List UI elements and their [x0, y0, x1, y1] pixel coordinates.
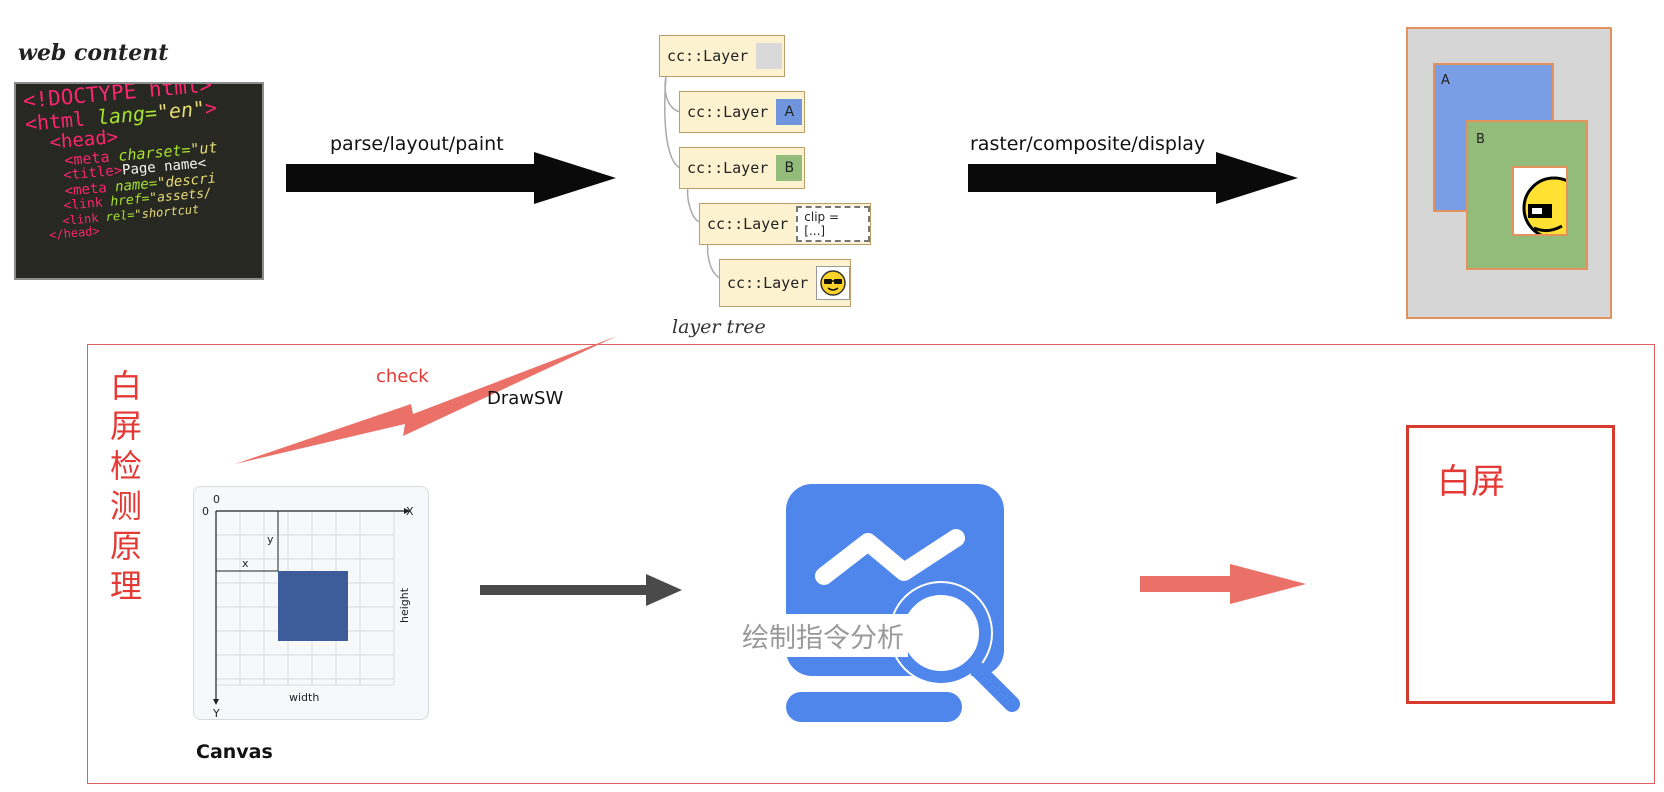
- section-title-vertical: 白 屏 检 测 原 理: [106, 366, 146, 606]
- section-title-char-6: 理: [109, 567, 142, 605]
- layer-a-label: cc::Layer: [687, 103, 769, 121]
- html-code-snippet: <!DOCTYPE html><html lang="en"> <head> <…: [14, 82, 264, 280]
- layer-clip: cc::Layer clip = [...]: [699, 203, 871, 245]
- width-label: width: [289, 691, 319, 704]
- section-title-char-2: 屏: [109, 407, 142, 445]
- canvas-coordinate-diagram: 0 0 X Y x y width height: [202, 493, 414, 720]
- canvas-drawn-rect: [278, 571, 348, 641]
- x-axis-label: X: [406, 505, 414, 518]
- section-title-char-4: 测: [109, 487, 142, 525]
- layer-tree-caption: layer tree: [672, 316, 766, 338]
- layer-b: cc::Layer B: [679, 147, 805, 189]
- analysis-chart-search-icon: [786, 484, 1020, 722]
- layer-root-label: cc::Layer: [667, 47, 749, 65]
- layer-a-chip: A: [776, 99, 803, 125]
- layer-clip-chip: clip = [...]: [796, 206, 870, 242]
- web-content-title: web content: [18, 40, 169, 66]
- composite-layer-a-label: A: [1441, 73, 1450, 88]
- layer-root: cc::Layer: [659, 35, 785, 77]
- raster-composite-display-label: raster/composite/display: [970, 133, 1206, 155]
- section-title-char-3: 检: [109, 447, 142, 485]
- analysis-label: 绘制指令分析: [738, 614, 908, 657]
- layer-image: cc::Layer: [719, 259, 851, 307]
- canvas-caption: Canvas: [196, 741, 273, 763]
- y-offset-label: y: [267, 533, 274, 546]
- check-arrow: [235, 336, 617, 464]
- section-title-char-5: 原: [109, 527, 142, 565]
- parse-layout-paint-arrow: [286, 152, 616, 204]
- code-token: "en": [155, 96, 206, 125]
- axis-origin-label-a: 0: [202, 505, 209, 518]
- composited-output: A B: [1406, 27, 1612, 319]
- parse-layout-paint-label: parse/layout/paint: [330, 133, 504, 155]
- canvas-to-analysis-arrow: [480, 574, 682, 606]
- code-token: >: [203, 95, 218, 121]
- analysis-to-result-arrow: [1140, 564, 1306, 604]
- smiley-icon: [816, 266, 850, 300]
- code-token: rel=: [105, 207, 136, 224]
- raster-composite-display-arrow: [968, 152, 1298, 204]
- check-label: check: [376, 366, 429, 387]
- detection-principle-frame: [87, 344, 1655, 784]
- section-title-char-1: 白: [109, 367, 142, 405]
- white-screen-result-label: 白屏: [1437, 462, 1505, 502]
- layer-root-chip: [756, 43, 783, 69]
- layer-image-label: cc::Layer: [727, 274, 809, 292]
- composite-layer-b: B: [1466, 120, 1588, 270]
- composite-layer-b-label: B: [1476, 132, 1485, 147]
- layer-clip-label: cc::Layer: [707, 215, 789, 233]
- canvas-illustration: 0 0 X Y x y width height: [193, 486, 429, 720]
- drawsw-label: DrawSW: [487, 388, 564, 409]
- layer-b-label: cc::Layer: [687, 159, 769, 177]
- layer-a: cc::Layer A: [679, 91, 805, 133]
- clipped-smiley: [1512, 166, 1568, 236]
- axis-origin-label-b: 0: [213, 493, 220, 506]
- smiley-icon-clipped: [1522, 176, 1566, 234]
- height-label: height: [398, 587, 411, 623]
- white-screen-result-box: [1406, 425, 1615, 704]
- code-lines: <!DOCTYPE html><html lang="en"> <head> <…: [22, 84, 227, 243]
- layer-b-chip: B: [776, 155, 803, 181]
- x-offset-label: x: [242, 557, 249, 570]
- y-axis-label: Y: [212, 707, 220, 720]
